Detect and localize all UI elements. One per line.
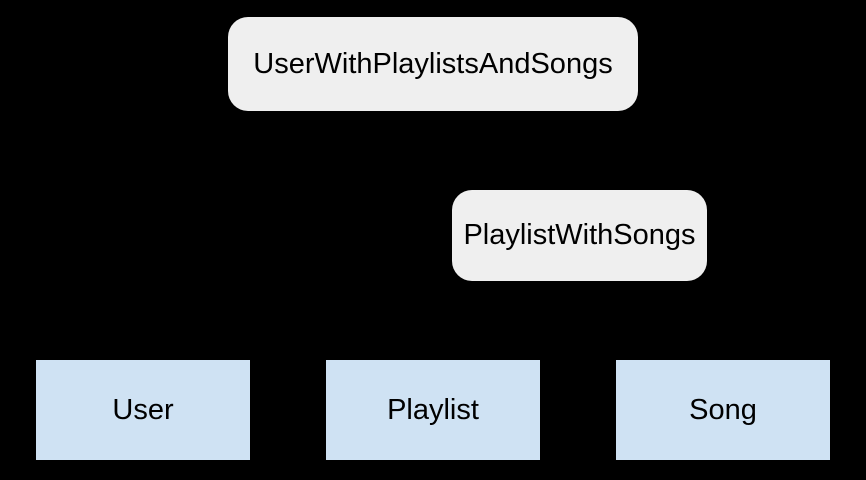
node-label: PlaylistWithSongs <box>463 219 696 251</box>
node-label: User <box>112 393 174 426</box>
node-song: Song <box>616 360 830 460</box>
node-user: User <box>36 360 250 460</box>
node-user-with-playlists-and-songs: UserWithPlaylistsAndSongs <box>228 17 638 111</box>
node-playlist: Playlist <box>326 360 540 460</box>
node-label: Playlist <box>387 393 479 426</box>
node-label: Song <box>689 393 757 426</box>
node-label: UserWithPlaylistsAndSongs <box>253 47 613 80</box>
node-playlist-with-songs: PlaylistWithSongs <box>452 190 707 281</box>
